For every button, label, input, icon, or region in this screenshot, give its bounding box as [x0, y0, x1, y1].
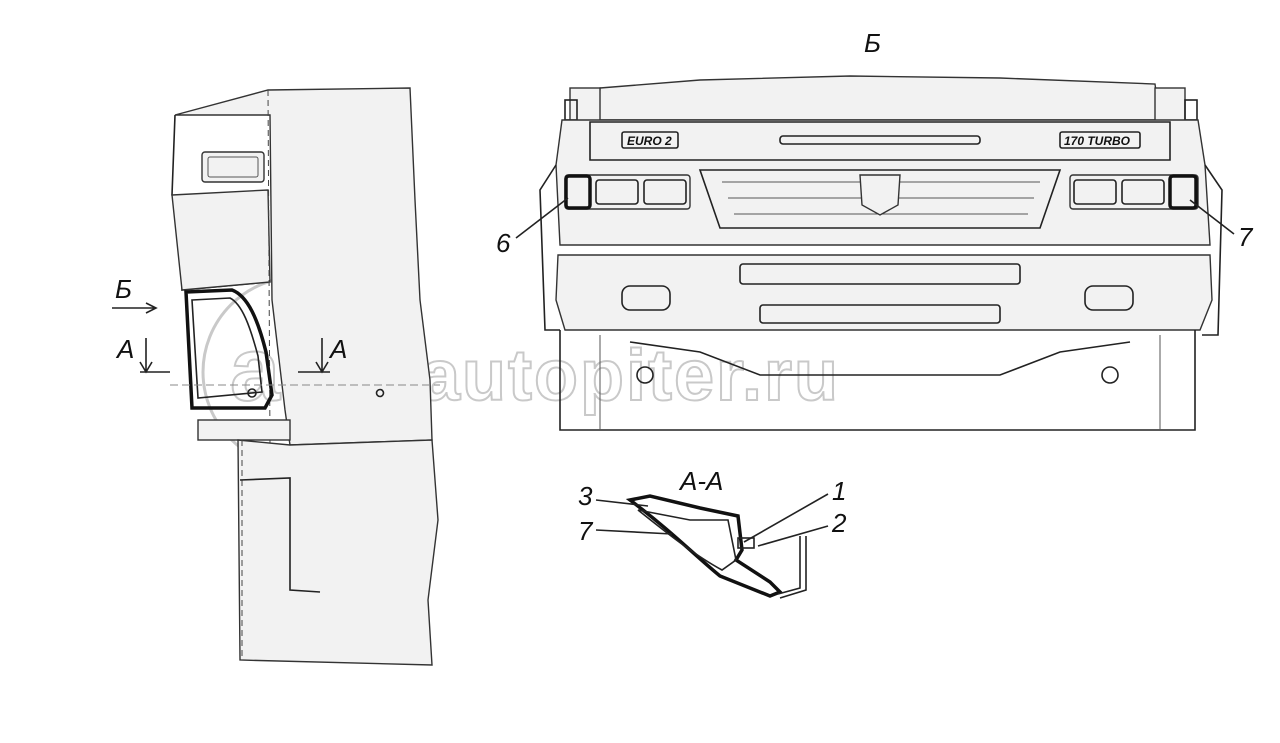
callout-6: 6: [496, 228, 511, 258]
right-fog-lamp: [1084, 285, 1134, 311]
cab-roof: [597, 75, 1161, 121]
callout-7-front: 7: [1238, 222, 1254, 252]
section-mark-right: А: [328, 334, 347, 364]
cab-front-panel: [171, 189, 271, 291]
left-fog-lamp: [621, 285, 671, 311]
section-view: А-А 3 7 1 2: [578, 466, 847, 599]
cab-side-upper: [174, 87, 433, 446]
badge-right-frame: [1059, 131, 1141, 149]
callout-1: 1: [832, 476, 846, 506]
front-bumper: [555, 254, 1213, 331]
section-title: А-А: [678, 466, 723, 496]
arrow-b: [112, 302, 158, 314]
grille: [698, 169, 1062, 229]
watermark-logo-glyph: a: [230, 320, 281, 420]
badge-right: 170 TURBO: [1064, 134, 1131, 148]
section-bolt: [737, 537, 755, 549]
cab-step: [197, 419, 291, 441]
front-view: Б EURO 2 170 TURBO: [496, 28, 1254, 431]
top-light-bar: [779, 135, 981, 145]
section-mark-left: А: [115, 334, 134, 364]
right-headlamp-cluster: [1069, 174, 1199, 210]
arrow-b-label: Б: [115, 274, 132, 304]
callout-7-section: 7: [578, 516, 594, 546]
side-view: Б А А: [112, 87, 440, 666]
front-axle: [629, 341, 1131, 376]
watermark: a autopiter.ru: [201, 275, 840, 469]
watermark-text: autopiter.ru: [420, 336, 840, 416]
section-housing-outer: [625, 494, 784, 598]
section-bracket: [777, 536, 801, 595]
right-side-lamp: [1168, 174, 1198, 210]
badge-left: EURO 2: [627, 134, 672, 148]
side-headlamp-outline: [184, 288, 274, 410]
view-b-title: Б: [864, 28, 881, 58]
section-lens: [637, 509, 737, 571]
left-side-lamp: [564, 174, 592, 210]
cab-lower-panel: [237, 439, 439, 666]
upper-marker-lamp: [201, 151, 265, 183]
grille-emblem: [859, 174, 901, 216]
callout-3: 3: [578, 481, 593, 511]
callout-2: 2: [831, 508, 847, 538]
badge-left-frame: [621, 131, 679, 149]
